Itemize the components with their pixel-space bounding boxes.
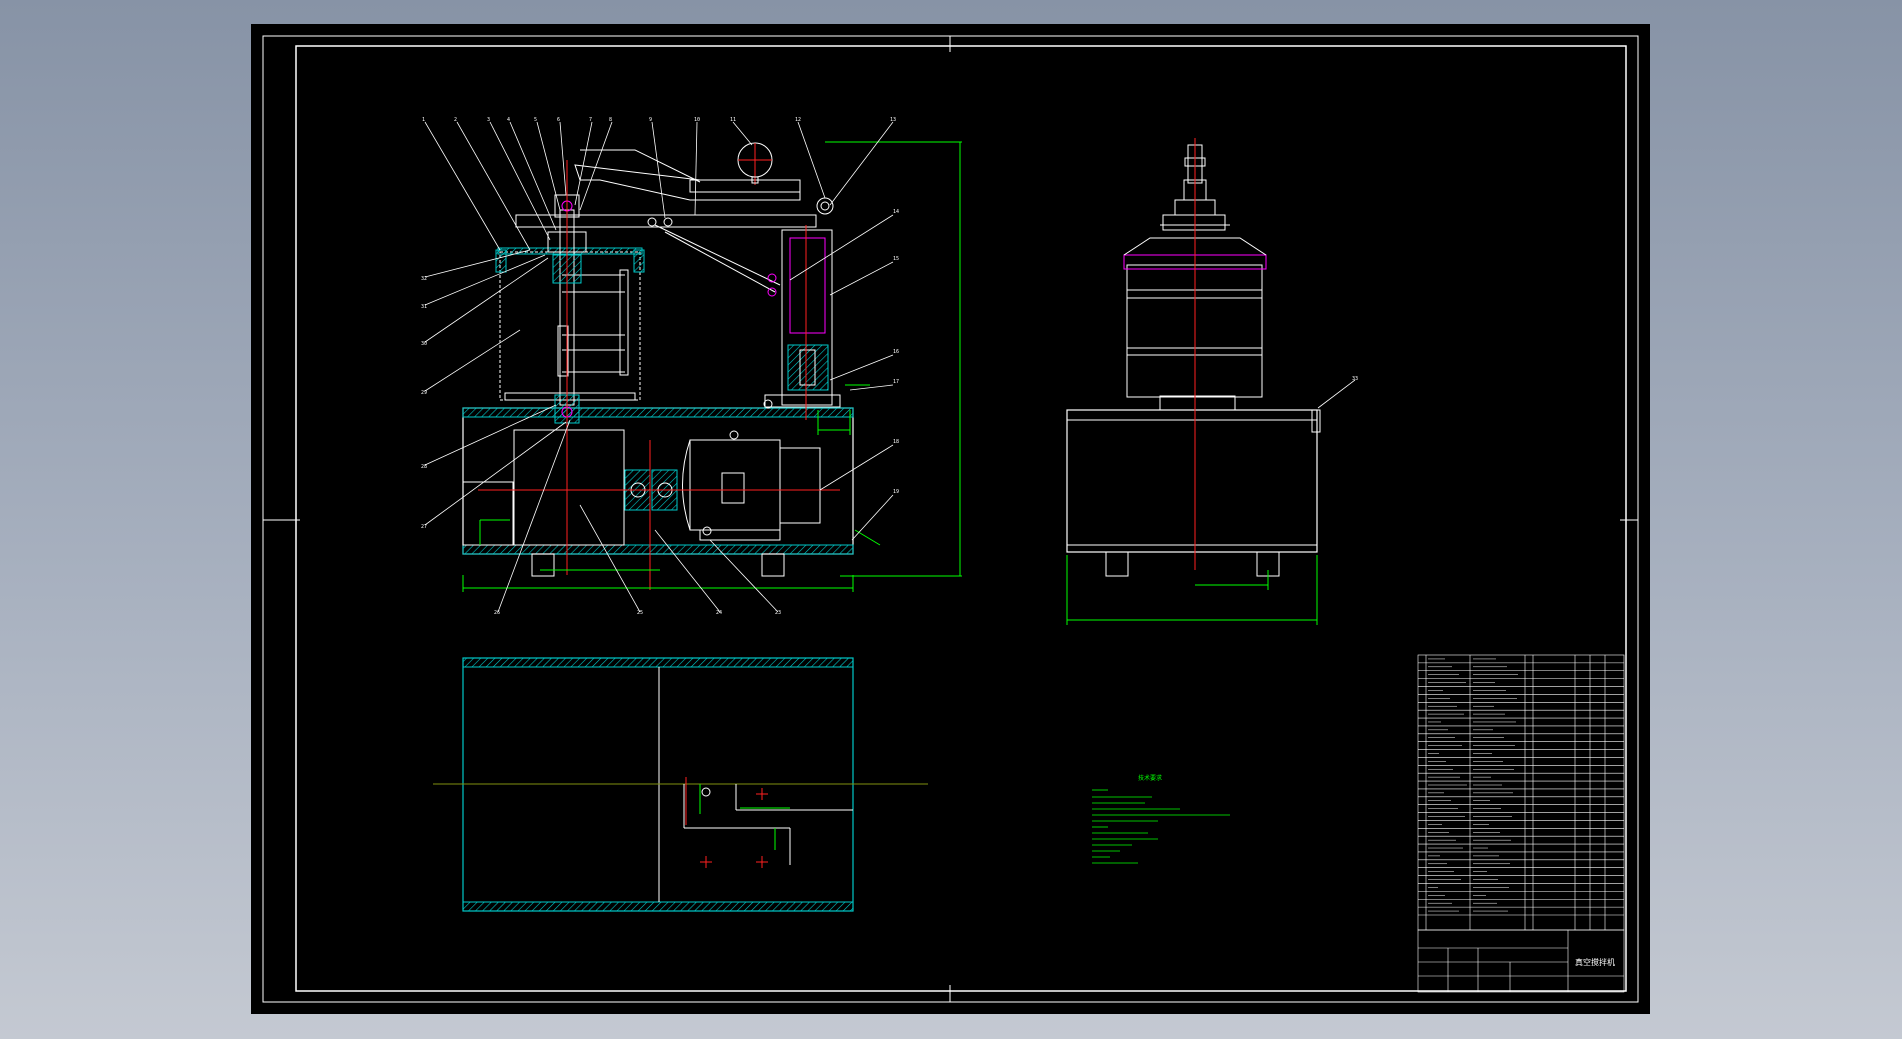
svg-text:10: 10 [694, 117, 700, 123]
svg-text:2: 2 [454, 117, 457, 123]
svg-text:30: 30 [421, 341, 427, 347]
bottom-plate [462, 544, 854, 555]
svg-text:19: 19 [893, 489, 899, 495]
drawing-sheet [251, 24, 1650, 1014]
inner-border [295, 45, 1627, 992]
svg-text:16: 16 [893, 349, 899, 355]
svg-text:1: 1 [422, 117, 425, 123]
tech-req-heading: 技术要求 [1138, 774, 1162, 782]
svg-text:25: 25 [637, 610, 643, 616]
svg-text:14: 14 [893, 209, 899, 215]
bill-of-materials [1417, 654, 1625, 993]
svg-text:3: 3 [487, 117, 490, 123]
hydraulic-cylinder [763, 229, 841, 409]
svg-text:12: 12 [795, 117, 801, 123]
svg-text:11: 11 [730, 117, 736, 123]
svg-text:27: 27 [421, 524, 427, 530]
svg-text:31: 31 [421, 304, 427, 310]
gearbox [513, 429, 625, 546]
top-plate [462, 407, 854, 418]
foot-right [761, 553, 785, 577]
svg-text:13: 13 [890, 117, 896, 123]
svg-text:5: 5 [534, 117, 537, 123]
svg-text:9: 9 [649, 117, 652, 123]
technical-requirements: 技术要求 [1092, 774, 1230, 864]
svg-text:7: 7 [589, 117, 592, 123]
svg-text:24: 24 [716, 610, 722, 616]
lift-arm [515, 142, 834, 297]
svg-text:28: 28 [421, 464, 427, 470]
svg-text:4: 4 [507, 117, 510, 123]
plan-view [433, 657, 928, 912]
svg-text:6: 6 [557, 117, 560, 123]
svg-text:26: 26 [494, 610, 500, 616]
side-view: 33 [1066, 138, 1358, 625]
motor [682, 430, 821, 541]
svg-text:17: 17 [893, 379, 899, 385]
svg-text:33: 33 [1352, 376, 1358, 382]
svg-text:23: 23 [775, 610, 781, 616]
svg-text:29: 29 [421, 390, 427, 396]
foot-left [531, 553, 555, 577]
svg-text:32: 32 [421, 276, 427, 282]
drawing-title: 真空搅拌机 [1575, 957, 1615, 967]
svg-text:8: 8 [609, 117, 612, 123]
svg-text:18: 18 [893, 439, 899, 445]
svg-text:15: 15 [893, 256, 899, 262]
centering-marks [263, 36, 1638, 1002]
